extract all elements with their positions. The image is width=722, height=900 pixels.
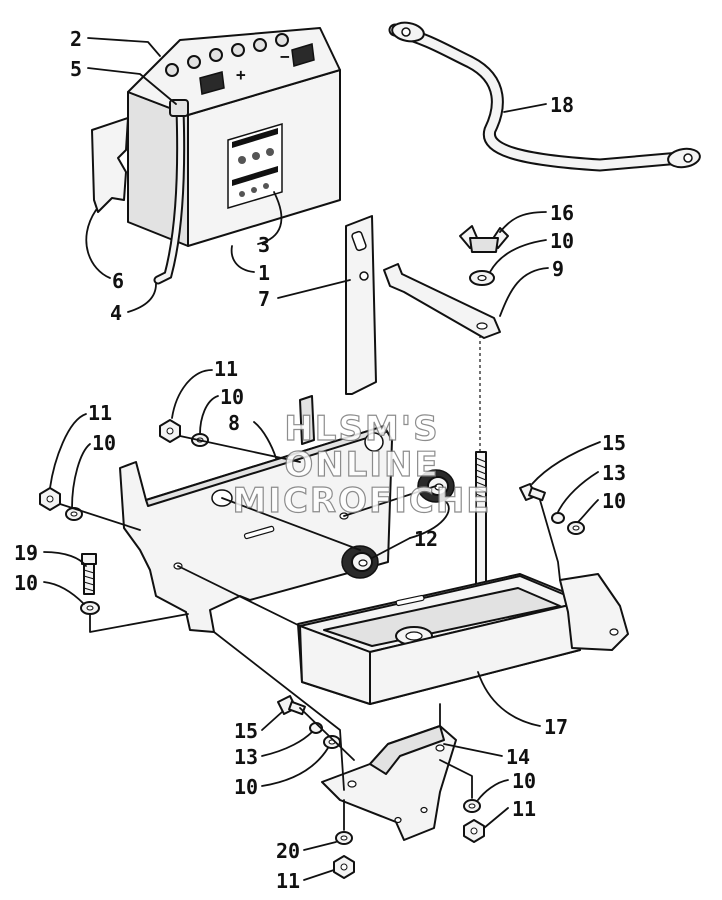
grommet-upper [417,469,455,503]
callout-10-lower-right: 10 [512,769,536,793]
battery-decal [227,122,283,210]
callout-10-lower: 10 [234,775,258,799]
bolt-right [519,483,546,502]
watermark-line-3: MICROFICHE [232,481,491,521]
callout-7: 7 [258,287,270,311]
callout-10-upper: 10 [550,229,574,253]
watermark: HLSM'S ONLINE MICROFICHE [232,408,491,521]
battery-terminal-positive [199,71,225,95]
battery-cell-caps [165,33,289,77]
callout-11-left: 11 [88,401,112,425]
battery-tray [297,573,585,705]
callout-15-right: 15 [602,431,626,455]
washer-upper [469,270,495,286]
assembly-lines [59,435,561,831]
tray-side-bracket [559,573,629,651]
lock-washer-right [551,512,565,524]
callout-10-right: 10 [602,489,626,513]
leader-lines [43,37,601,881]
callout-1: 1 [258,261,270,285]
nut-lower-right [463,819,485,843]
battery: + − [127,27,341,247]
nut-bottom [333,855,355,879]
hold-down-bracket [383,263,501,339]
callout-20: 20 [276,839,300,863]
callout-4: 4 [110,301,122,325]
callout-10-left: 10 [92,431,116,455]
nut-left [39,487,61,511]
callout-18: 18 [550,93,574,117]
callout-12: 12 [414,527,438,551]
callout-3: 3 [258,233,270,257]
mount-plate [119,395,393,633]
battery-cable [388,21,701,172]
nut-upper [159,419,181,443]
callout-13-right: 13 [602,461,626,485]
watermark-line-2: ONLINE [284,445,439,485]
callout-14: 14 [506,745,530,769]
callout-9: 9 [552,257,564,281]
wing-nut [459,225,509,253]
callout-11-upper: 11 [214,357,238,381]
bolt-left [81,553,97,595]
breather-fitting [169,99,189,117]
bolt-lower [277,695,306,716]
breather-tube [153,99,189,285]
washer-left [65,507,83,521]
washer-lower-right [463,799,481,813]
battery-plus-sign: + [236,65,246,84]
callout-15-lower: 15 [234,719,258,743]
callout-11-lower-right: 11 [512,797,536,821]
callout-10-upper-mid: 10 [220,385,244,409]
callout-16: 16 [550,201,574,225]
washer-bottom [335,831,353,845]
callout-5: 5 [70,57,82,81]
watermark-line-1: HLSM'S [284,409,439,449]
callout-19: 19 [14,541,38,565]
callout-8: 8 [228,411,240,435]
callout-labels: 2 5 6 4 3 1 18 16 10 9 7 11 10 8 11 10 1… [14,27,626,893]
callout-13-lower: 13 [234,745,258,769]
battery-terminal-negative [291,43,315,67]
callout-11-bottom: 11 [276,869,300,893]
grommet-lower [341,545,379,579]
battery-minus-sign: − [280,47,290,66]
washer-right [567,521,585,535]
lower-bracket [321,725,457,841]
callout-6: 6 [112,269,124,293]
callout-2: 2 [70,27,82,51]
callout-10-bolt-left: 10 [14,571,38,595]
callout-17: 17 [544,715,568,739]
battery-pad [91,117,129,213]
battery-strap [345,215,377,395]
